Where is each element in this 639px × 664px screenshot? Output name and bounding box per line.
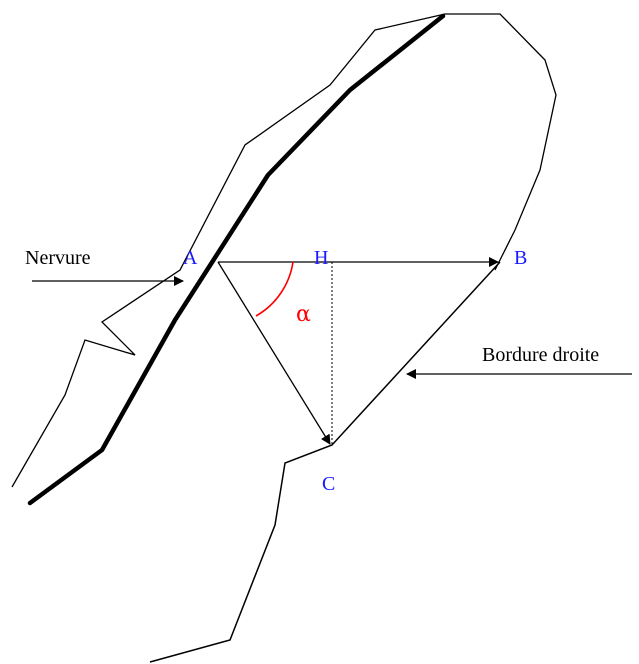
- leaf-outline: [11, 13, 557, 488]
- angle-arc: [255, 261, 294, 317]
- midrib: [27, 13, 446, 506]
- segment-ac: [217, 261, 331, 445]
- bordure-label: Bordure droite: [482, 344, 599, 366]
- point-b-label: B: [514, 247, 527, 269]
- right-border-edge: [149, 261, 501, 663]
- point-a-label: A: [183, 247, 198, 269]
- point-c-label: C: [322, 473, 335, 495]
- angle-alpha-label: α: [296, 302, 311, 327]
- point-h-label: H: [314, 247, 328, 269]
- nervure-label: Nervure: [25, 247, 91, 269]
